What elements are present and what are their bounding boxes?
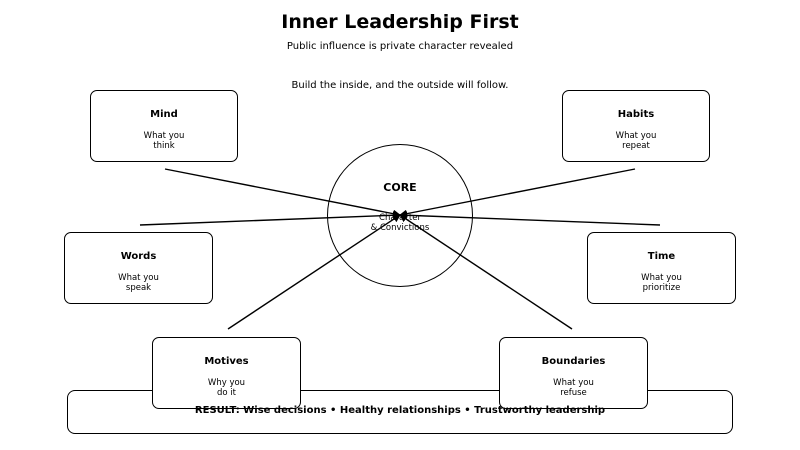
node-description-line1: What you: [118, 273, 159, 283]
core-title: CORE: [383, 181, 417, 194]
node-description: Why you do it: [153, 378, 300, 398]
node-name: Words: [120, 251, 157, 262]
core-circle: [327, 144, 473, 287]
node-description-line1: What you: [553, 378, 594, 388]
node-description: What you think: [91, 131, 237, 151]
node-description: What you speak: [65, 273, 212, 293]
node-description-line1: What you: [143, 131, 185, 141]
node-description-line2: prioritize: [642, 283, 681, 293]
node-description: What you refuse: [500, 378, 647, 398]
node-boundaries: Boundaries What you refuse: [499, 337, 648, 409]
node-description-line2: repeat: [622, 141, 650, 151]
node-description: What you prioritize: [588, 273, 735, 293]
node-description-line2: think: [153, 141, 175, 151]
diagram-tagline: Build the inside, and the outside will f…: [291, 80, 509, 91]
node-name: Habits: [617, 109, 655, 120]
node-description-line1: What you: [615, 131, 657, 141]
node-name: Time: [647, 251, 676, 262]
core-description-line2: & Convictions: [370, 223, 430, 233]
node-description-line1: What you: [641, 273, 682, 283]
node-description-line1: Why you: [207, 378, 246, 388]
node-description-line2: speak: [125, 283, 152, 293]
node-time: Time What you prioritize: [587, 232, 736, 304]
node-motives: Motives Why you do it: [152, 337, 301, 409]
node-habits: Habits What you repeat: [562, 90, 710, 162]
result-text: RESULT: Wise decisions • Healthy relatio…: [194, 405, 606, 416]
result-bar: [67, 390, 733, 434]
node-description-line2: do it: [217, 388, 236, 398]
node-name: Boundaries: [541, 356, 606, 367]
node-description: What you repeat: [563, 131, 709, 151]
node-mind: Mind What you think: [90, 90, 238, 162]
node-name: Mind: [150, 109, 178, 120]
node-description-line2: refuse: [560, 388, 587, 398]
node-name: Motives: [204, 356, 249, 367]
node-words: Words What you speak: [64, 232, 213, 304]
core-description: Character & Convictions: [340, 213, 460, 233]
diagram-title: Inner Leadership First: [281, 11, 519, 33]
diagram-subtitle: Public influence is private character re…: [286, 41, 514, 52]
core-description-line1: Character: [379, 213, 421, 223]
